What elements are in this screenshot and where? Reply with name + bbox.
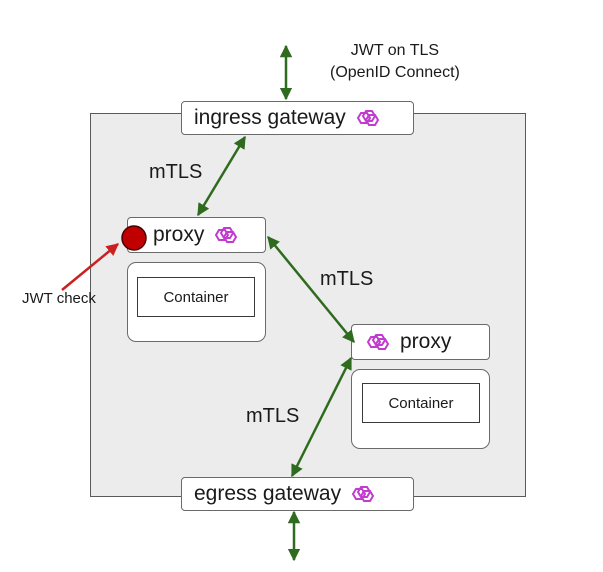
container-left[interactable]: Container: [137, 277, 255, 317]
jwt-on-tls-line1: JWT on TLS: [350, 42, 440, 59]
ingress-gateway-label: ingress gateway: [194, 106, 346, 129]
jwt-on-tls-annotation: JWT on TLS (OpenID Connect): [330, 40, 460, 84]
jwt-check-label: JWT check: [22, 290, 96, 307]
egress-gateway-label: egress gateway: [194, 482, 342, 505]
service-mesh-icon: [347, 483, 377, 505]
arrow-jwt-check: [61, 243, 119, 291]
proxy-node-left[interactable]: proxy: [127, 217, 266, 253]
jwt-check-dot: [121, 225, 147, 251]
arrow-proxy-proxy: [267, 236, 355, 343]
service-mesh-icon: [210, 224, 240, 246]
service-mesh-icon: [352, 107, 382, 129]
arrow-proxy-egress: [290, 356, 353, 478]
proxy-node-right[interactable]: proxy: [351, 324, 490, 360]
egress-gateway-node[interactable]: egress gateway: [181, 477, 414, 511]
proxy-right-label: proxy: [400, 330, 452, 353]
jwt-on-tls-line2: (OpenID Connect): [330, 64, 460, 81]
mtls-label-ingress: mTLS: [149, 161, 203, 183]
arrow-ingress-proxy: [196, 135, 247, 217]
container-right[interactable]: Container: [362, 383, 480, 423]
service-mesh-icon: [362, 331, 392, 353]
mtls-label-egress: mTLS: [246, 405, 300, 427]
proxy-left-label: proxy: [153, 223, 205, 246]
ingress-gateway-node[interactable]: ingress gateway: [181, 101, 414, 135]
